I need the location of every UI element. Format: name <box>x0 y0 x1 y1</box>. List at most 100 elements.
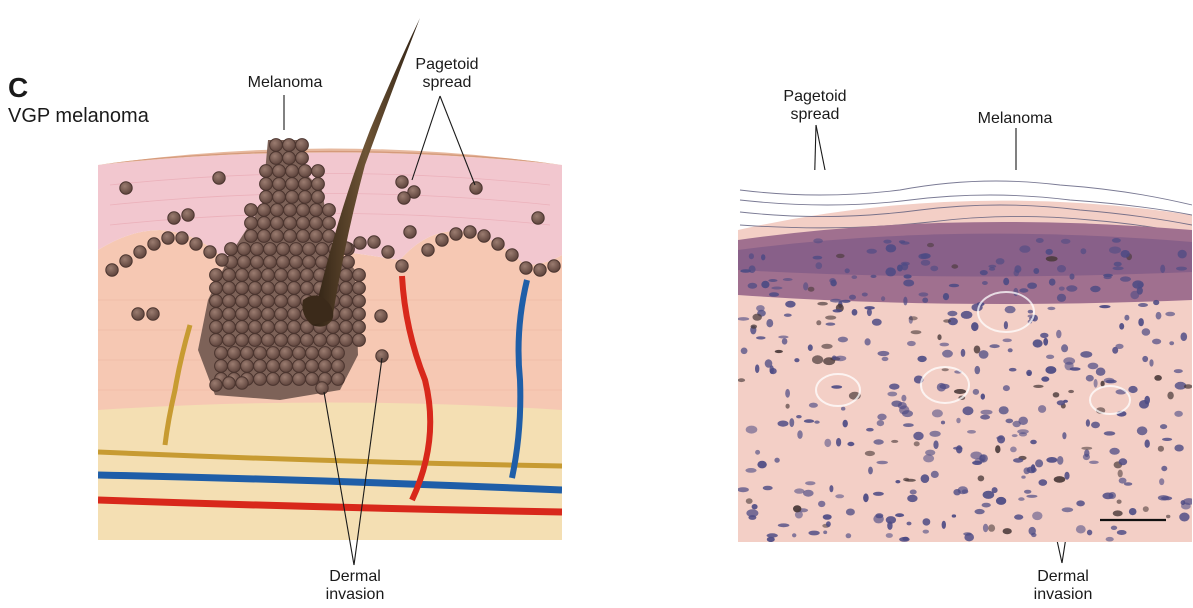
nucleus <box>816 320 821 325</box>
label-melanoma-histology: Melanoma <box>970 110 1060 128</box>
nucleus <box>833 309 843 312</box>
nucleus <box>1012 434 1018 437</box>
nucleus <box>1161 466 1167 471</box>
nucleus <box>778 523 790 527</box>
nucleus <box>942 368 949 371</box>
nucleus <box>1046 355 1054 359</box>
nucleus <box>1061 344 1068 352</box>
nucleus <box>876 461 888 464</box>
nucleus <box>1102 493 1113 500</box>
nucleus <box>873 514 884 523</box>
nucleus <box>1181 500 1186 505</box>
nucleus <box>757 461 766 469</box>
nucleus <box>745 468 756 473</box>
nucleus <box>794 488 804 493</box>
nucleus <box>830 299 842 303</box>
nucleus <box>941 421 945 425</box>
nucleus <box>826 521 831 527</box>
nucleus <box>1104 378 1115 383</box>
nucleus <box>1043 338 1048 346</box>
nucleus <box>836 438 841 447</box>
nucleus <box>737 487 749 492</box>
nucleus <box>1040 333 1048 338</box>
nucleus <box>1019 245 1030 252</box>
nucleus <box>1158 446 1164 452</box>
nucleus <box>814 421 819 424</box>
nucleus <box>1104 431 1116 435</box>
nucleus <box>914 441 920 446</box>
nucleus <box>1023 467 1029 474</box>
nucleus <box>785 301 795 308</box>
nucleus <box>1121 250 1130 258</box>
nucleus <box>770 365 774 374</box>
nucleus <box>996 258 1005 264</box>
nucleus <box>887 392 897 397</box>
nucleus <box>907 341 916 346</box>
nucleus <box>792 533 796 537</box>
nucleus <box>778 336 788 339</box>
nucleus <box>1090 286 1100 292</box>
nucleus <box>901 262 910 266</box>
nucleus <box>789 418 794 427</box>
nucleus <box>838 337 848 343</box>
nucleus <box>1035 459 1043 467</box>
nucleus <box>1178 250 1187 259</box>
nucleus <box>1013 421 1021 427</box>
nucleus <box>1138 303 1148 307</box>
nucleus <box>1124 315 1129 321</box>
nucleus <box>1138 318 1144 326</box>
nucleus <box>755 364 759 373</box>
nucleus <box>1109 448 1119 455</box>
nucleus <box>1086 375 1094 382</box>
nucleus <box>1174 411 1183 417</box>
nucleus <box>923 454 934 462</box>
nucleus <box>793 505 801 512</box>
nucleus <box>1004 321 1008 329</box>
nucleus <box>826 323 836 326</box>
nucleus <box>903 423 914 427</box>
nucleus <box>930 266 938 272</box>
nucleus <box>995 445 1000 453</box>
nucleus <box>1144 396 1150 405</box>
nucleus <box>1064 472 1069 480</box>
nucleus <box>1119 478 1127 484</box>
nucleus <box>996 497 1006 505</box>
nucleus <box>778 421 789 427</box>
nucleus <box>983 524 988 532</box>
nucleus <box>768 279 777 282</box>
nucleus <box>1033 385 1043 388</box>
nucleus <box>931 471 939 478</box>
nucleus <box>1156 312 1162 320</box>
nucleus <box>974 346 981 354</box>
nucleus <box>1026 495 1037 498</box>
nucleus <box>813 238 823 243</box>
nucleus <box>746 426 758 434</box>
nucleus <box>852 275 858 279</box>
nucleus <box>1014 514 1023 519</box>
nucleus <box>868 467 873 475</box>
nucleus <box>900 241 909 244</box>
nucleus <box>1081 248 1087 254</box>
nucleus <box>1086 419 1090 426</box>
nucleus <box>963 406 974 415</box>
nucleus <box>769 292 779 297</box>
nucleus <box>923 530 929 534</box>
nucleus <box>1076 525 1086 533</box>
nucleus <box>1010 447 1017 453</box>
nucleus <box>1014 270 1020 277</box>
nucleus <box>1066 285 1077 291</box>
nucleus <box>797 430 802 439</box>
label-dermal-invasion-histology: Dermal invasion <box>1018 568 1108 603</box>
nucleus <box>1162 438 1172 441</box>
nucleus <box>785 389 790 398</box>
nucleus <box>1142 356 1148 362</box>
nucleus <box>1120 276 1131 281</box>
nucleus <box>913 432 923 440</box>
nucleus <box>1017 429 1029 434</box>
nucleus <box>1159 478 1164 485</box>
nucleus <box>756 336 766 339</box>
nucleus <box>1106 537 1114 542</box>
nucleus <box>1081 447 1092 450</box>
nucleus <box>794 358 799 362</box>
